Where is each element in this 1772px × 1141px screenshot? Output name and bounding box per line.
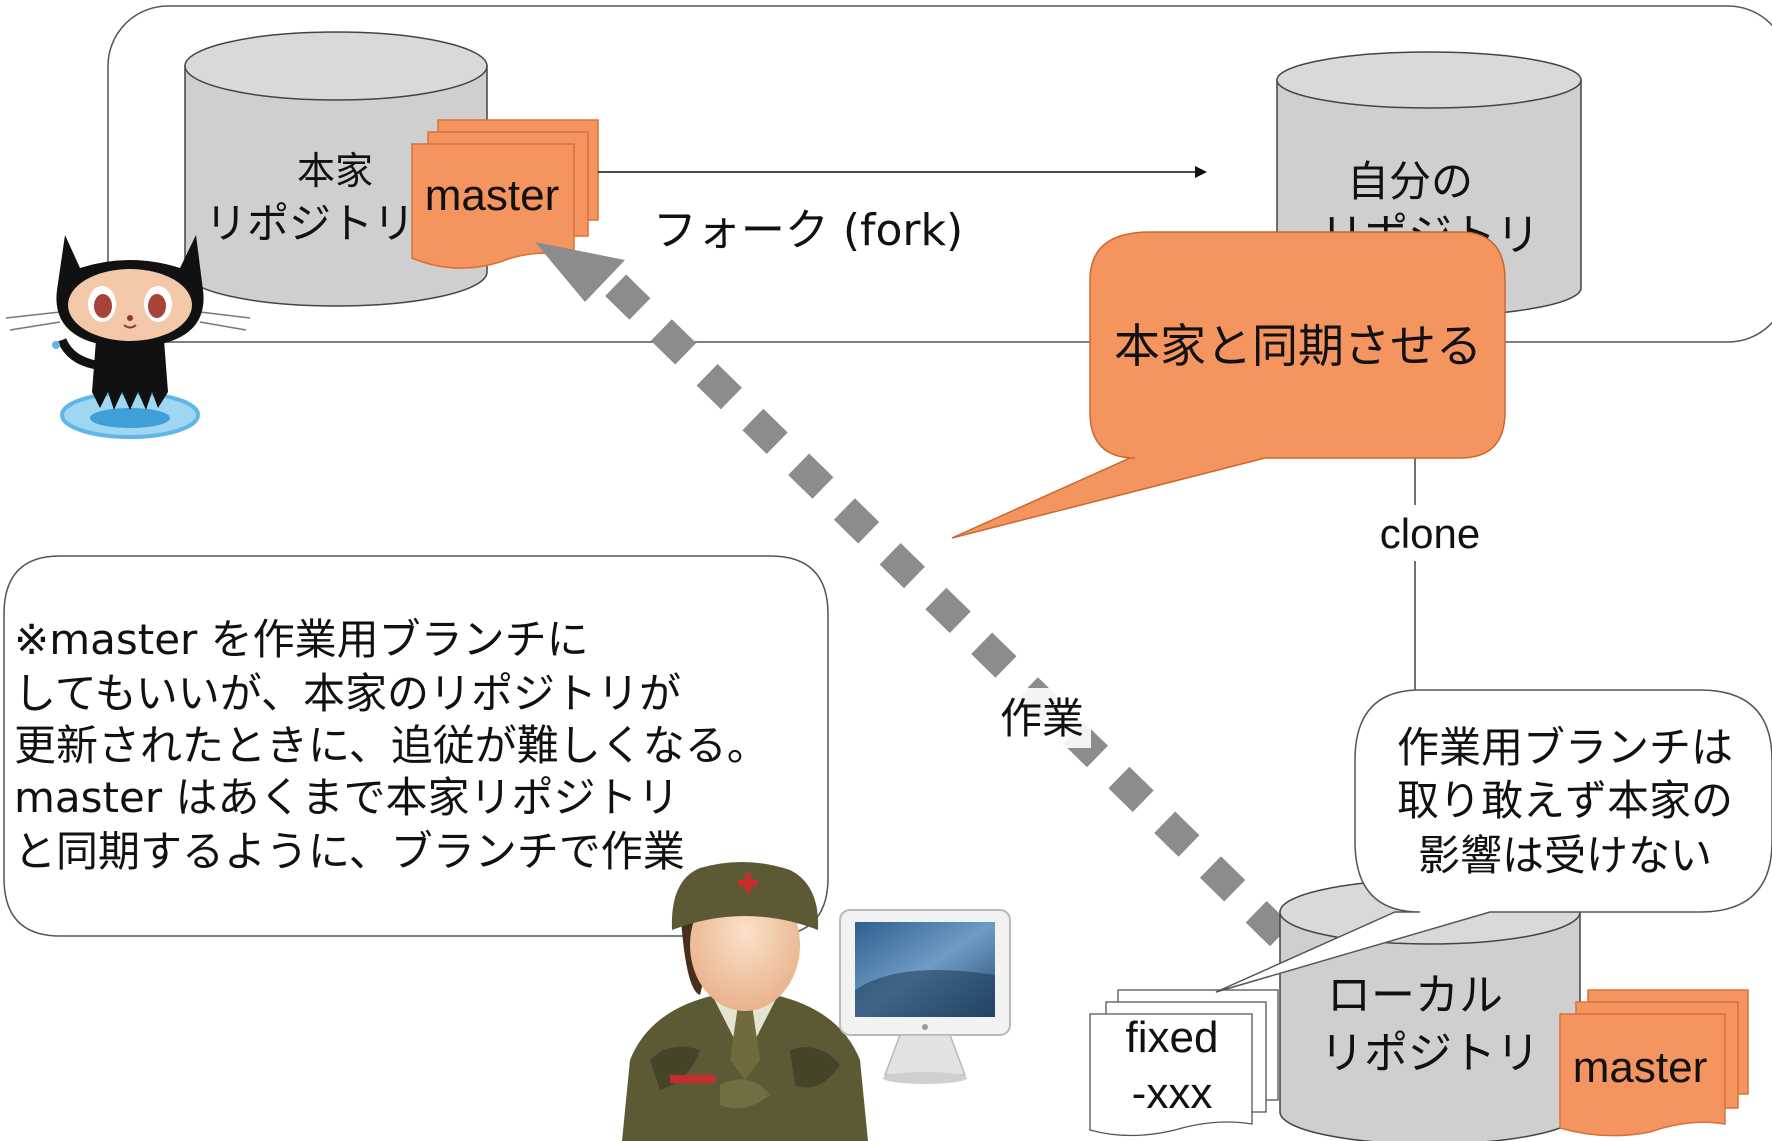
work-arrow: 作業 — [535, 242, 1555, 1070]
upstream-master-label: master — [425, 171, 559, 220]
branch-callout: 作業用ブランチは 取り敢えず本家の 影響は受けない — [1215, 689, 1772, 993]
local-master-branch: master — [1559, 989, 1749, 1137]
fork-arrow: フォーク (fork) — [598, 166, 1207, 256]
local-repo-label-line1: ローカル — [1327, 970, 1503, 1021]
soldier-user-icon — [622, 861, 868, 1141]
feature-branch-line1: fixed — [1126, 1013, 1219, 1062]
clone-label: clone — [1380, 510, 1480, 557]
local-master-label: master — [1573, 1043, 1707, 1092]
sync-callout-text: 本家と同期させる — [1114, 319, 1482, 373]
clone-connector: clone — [1365, 420, 1485, 885]
own-repo-label-line1: 自分の — [1347, 157, 1473, 206]
upstream-repo-label-line1: 本家 — [297, 149, 373, 193]
imac-computer-icon — [839, 909, 1011, 1084]
note-line2: してもいいが、本家のリポジトリが — [14, 669, 681, 718]
branch-callout-line2: 取り敢えず本家の — [1397, 776, 1733, 825]
fork-arrow-label: フォーク (fork) — [653, 205, 963, 256]
branch-callout-line3: 影響は受けない — [1418, 831, 1712, 880]
note-line1: ※master を作業用ブランチに — [14, 615, 589, 664]
work-arrow-label: 作業 — [1000, 694, 1084, 743]
note-callout: ※master を作業用ブランチに してもいいが、本家のリポジトリが 更新された… — [3, 555, 829, 964]
upstream-repo-label-line2: リポジトリ — [205, 199, 415, 248]
feature-branch-line2: -xxx — [1132, 1069, 1213, 1118]
local-repo-label-line2: リポジトリ — [1320, 1028, 1540, 1079]
sync-callout: 本家と同期させる — [951, 231, 1506, 539]
note-line5: と同期するように、ブランチで作業 — [14, 827, 685, 876]
upstream-master-branch: master — [411, 119, 599, 269]
branch-callout-line1: 作業用ブランチは — [1397, 723, 1733, 772]
note-line4: master はあくまで本家リポジトリ — [14, 773, 679, 822]
feature-branch: fixed -xxx — [1089, 989, 1279, 1137]
work-arrow-head-upstream — [535, 242, 625, 302]
note-line3: 更新されたときに、追従が難しくなる。 — [14, 721, 769, 770]
octocat-mascot-icon — [5, 235, 251, 439]
